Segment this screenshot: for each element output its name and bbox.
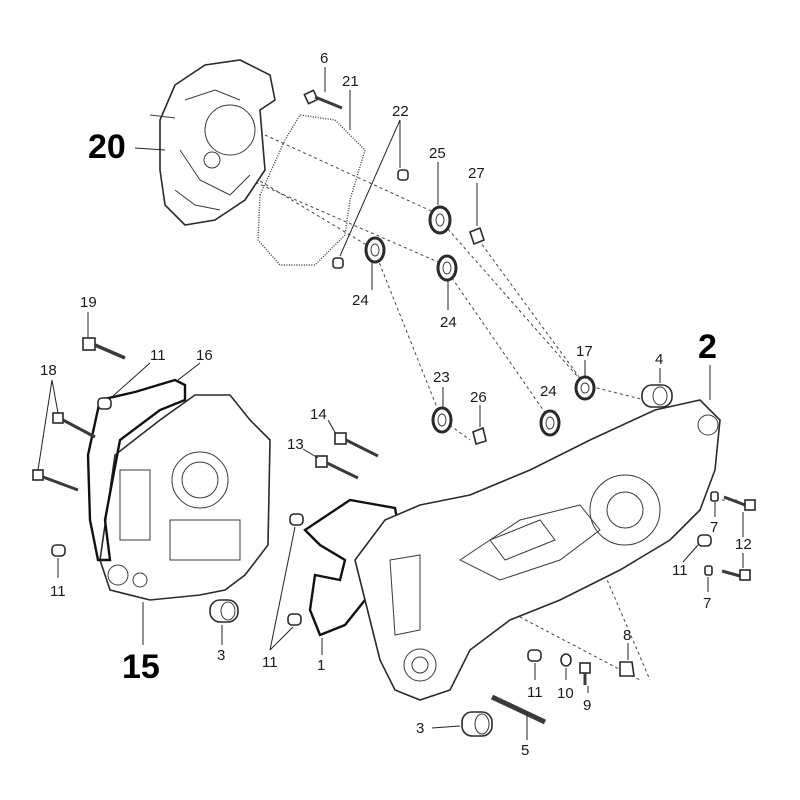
callout-3-left: 3 <box>217 647 225 664</box>
callout-22: 22 <box>392 103 409 120</box>
part-2-main-crankcase <box>354 399 721 701</box>
callout-24-lower: 24 <box>540 383 557 400</box>
callout-21: 21 <box>342 73 359 90</box>
callout-8: 8 <box>623 627 631 644</box>
part-26-clip <box>472 426 487 446</box>
part-22-dowel-pins <box>332 169 409 269</box>
callout-20: 20 <box>88 128 126 166</box>
callout-2: 2 <box>698 328 717 366</box>
part-21-gasket <box>257 114 366 266</box>
part-11-dowel-a <box>97 397 112 410</box>
callout-13: 13 <box>287 436 304 453</box>
part-15-left-crankcase <box>99 394 271 601</box>
part-12-bolts <box>721 495 756 581</box>
callout-23: 23 <box>433 369 450 386</box>
callout-17: 17 <box>576 343 593 360</box>
callout-16: 16 <box>196 347 213 364</box>
callout-6: 6 <box>320 50 328 67</box>
part-11-dowel-e <box>697 534 712 547</box>
callout-9: 9 <box>583 697 591 714</box>
part-4-bushing <box>641 384 673 408</box>
part-1-gasket <box>303 498 402 637</box>
part-19-bolt <box>82 337 126 360</box>
part-7-pin-lower <box>704 565 713 576</box>
callout-27: 27 <box>468 165 485 182</box>
part-11-dowel-b <box>51 544 66 557</box>
callout-1: 1 <box>317 657 325 674</box>
part-24-bearing-upper-left <box>364 236 386 264</box>
part-8-clip <box>619 661 635 677</box>
callout-5: 5 <box>521 742 529 759</box>
callout-12: 12 <box>735 536 752 553</box>
part-16-gasket <box>86 378 187 562</box>
callout-18: 18 <box>40 362 57 379</box>
leader-lines <box>37 67 744 740</box>
callout-26: 26 <box>470 389 487 406</box>
callout-11-bottom: 11 <box>527 684 543 701</box>
callout-7-upper: 7 <box>710 519 718 536</box>
callout-11-right: 11 <box>672 562 688 579</box>
callout-11-center: 11 <box>262 654 278 671</box>
part-7-pin-upper <box>710 491 719 502</box>
callout-19: 19 <box>80 294 97 311</box>
callout-labels: 20 6 21 22 25 27 24 24 19 11 16 18 17 4 … <box>40 50 752 759</box>
callout-24-upper-right: 24 <box>440 314 457 331</box>
part-10-plug <box>560 653 572 667</box>
part-24-bearing-lower <box>539 409 561 437</box>
part-11-dowel-d <box>287 613 302 626</box>
callout-24-upper-left: 24 <box>352 292 369 309</box>
part-14-bolt <box>334 432 379 458</box>
callout-14: 14 <box>310 406 327 423</box>
part-3-bushing-left <box>209 599 239 623</box>
callout-10: 10 <box>557 685 574 702</box>
part-6-bolt <box>303 89 343 110</box>
part-17-bearing <box>574 375 596 401</box>
part-3-bushing-bottom <box>461 711 493 737</box>
part-23-bearing <box>431 406 453 434</box>
callout-4: 4 <box>655 351 663 368</box>
part-11-dowel-c <box>289 513 304 526</box>
part-20-cover <box>149 59 276 226</box>
part-25-seal <box>428 205 452 235</box>
callout-7-lower: 7 <box>703 595 711 612</box>
callout-25: 25 <box>429 145 446 162</box>
part-18-bolts <box>32 412 96 492</box>
part-27-clip <box>469 226 485 246</box>
callout-11-left: 11 <box>50 583 66 600</box>
part-13-bolt <box>315 455 359 480</box>
part-11-dowel-f <box>527 649 542 662</box>
callout-3-bottom: 3 <box>416 720 424 737</box>
part-5-shaft <box>490 694 547 725</box>
callout-11-top-left: 11 <box>150 347 166 364</box>
callout-15: 15 <box>122 648 160 686</box>
part-24-bearing-upper-right <box>436 254 458 282</box>
part-9-bolt <box>579 662 591 685</box>
